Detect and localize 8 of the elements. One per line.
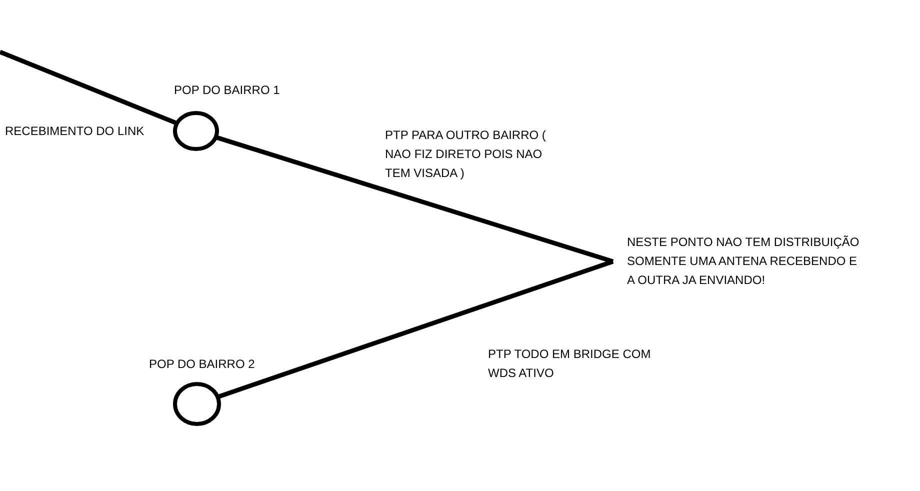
circle-node	[173, 382, 221, 426]
connector-line	[215, 135, 614, 264]
connector-line	[0, 50, 178, 126]
node-caption: POP DO BAIRRO 2	[149, 356, 255, 373]
annotation-text: NESTE PONTO NAO TEM DISTRIBUIÇÃO SOMENTE UMA ANTENA RECEBENDO E A OUTRA JA ENVIANDO!	[613, 233, 865, 290]
connector-line	[216, 259, 614, 400]
node-caption: POP DO BAIRRO 1	[174, 82, 280, 99]
circle-node	[173, 111, 219, 151]
